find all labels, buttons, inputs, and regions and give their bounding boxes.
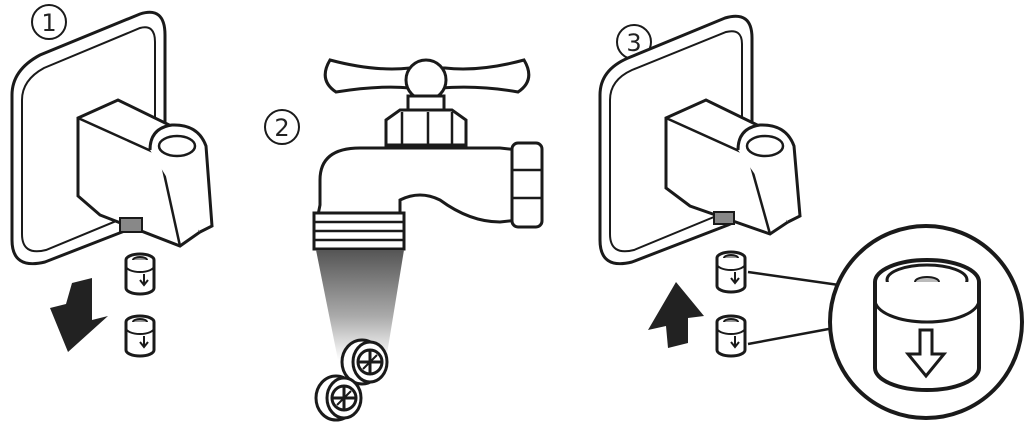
filter-cartridge-icon [124, 314, 156, 358]
filter-cartridge-icon [124, 252, 156, 296]
wall-bracket-icon [598, 14, 802, 266]
step-3-number: 3 [626, 29, 641, 57]
arrow-up-icon [648, 282, 704, 348]
faucet-icon [312, 58, 544, 251]
step-2: 2 [264, 58, 544, 422]
filter-cartridge-icon [715, 250, 747, 294]
step-1: 1 [10, 4, 214, 358]
step-1-number: 1 [41, 9, 56, 37]
filter-cartridge-icon [314, 374, 363, 422]
step-1-badge [31, 4, 67, 40]
step-3: 3 [598, 14, 1024, 420]
magnifier-icon [828, 224, 1024, 420]
wall-bracket-icon [10, 10, 214, 266]
step-2-number: 2 [274, 114, 289, 142]
filter-cartridge-icon [715, 314, 747, 358]
arrow-down-icon [50, 278, 108, 352]
callout-line [747, 326, 835, 346]
step-2-badge [264, 109, 300, 145]
water-stream [316, 250, 404, 360]
callout-line [747, 270, 847, 288]
